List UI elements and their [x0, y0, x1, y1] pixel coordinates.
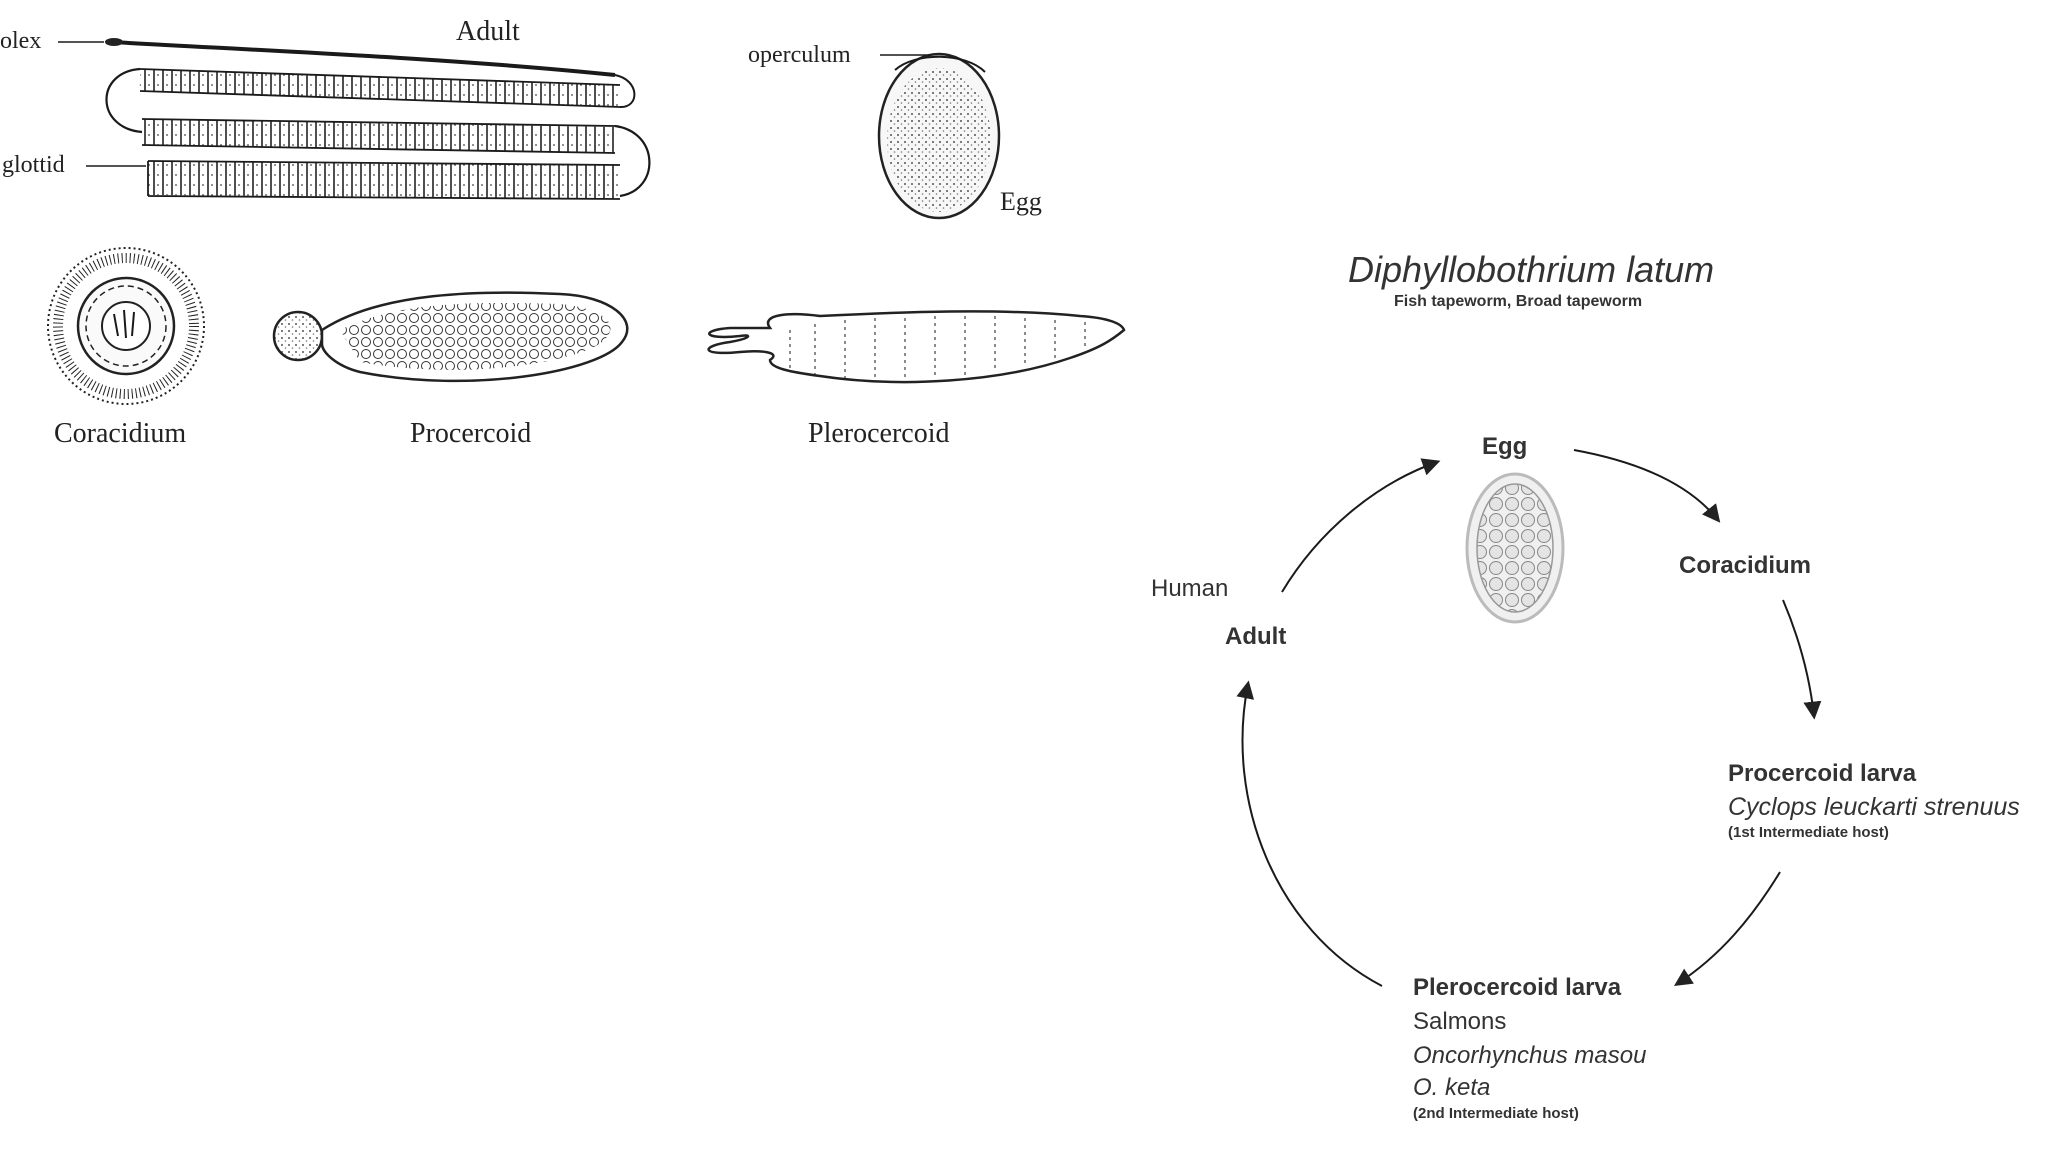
adult-label: Adult	[456, 16, 520, 47]
bothrium-label: glottid	[2, 152, 65, 178]
plerocercoid-host-masou: Oncorhynchus masou	[1413, 1042, 1646, 1069]
procercoid-host-label: Cyclops leuckarti strenuus	[1728, 793, 2020, 821]
egg-photo	[1465, 472, 1565, 624]
operculum-label: operculum	[748, 42, 851, 68]
procercoid-drawing-label: Procercoid	[410, 418, 531, 449]
plerocercoid-host-salmons: Salmons	[1413, 1008, 1506, 1035]
plerocercoid-drawing	[707, 310, 1126, 384]
arrow-coracidium-to-procercoid	[1782, 599, 1822, 720]
egg-drawing-label: Egg	[1000, 187, 1042, 216]
coracidium-stage-label: Coracidium	[1679, 552, 1811, 579]
procercoid-host-note: (1st Intermediate host)	[1728, 824, 1889, 841]
species-subtitle: Fish tapeworm, Broad tapeworm	[1394, 293, 1642, 310]
plerocercoid-host-keta: O. keta	[1413, 1074, 1490, 1101]
arrow-egg-to-coracidium	[1573, 449, 1721, 523]
adult-stage-label: Adult	[1225, 623, 1286, 650]
adult-worm-drawing	[105, 38, 651, 200]
egg-drawing	[877, 52, 1001, 220]
scolex-label: olex	[0, 28, 41, 54]
species-title: Diphyllobothrium latum	[1348, 249, 1714, 290]
coracidium-drawing	[47, 247, 205, 405]
arrow-adult-to-egg	[1281, 458, 1441, 593]
procercoid-drawing	[272, 291, 629, 383]
arrow-procercoid-to-plerocercoid	[1673, 871, 1781, 986]
arrow-plerocercoid-to-adult	[1236, 680, 1383, 987]
human-host-label: Human	[1151, 575, 1228, 602]
egg-stage-label: Egg	[1482, 433, 1527, 460]
plerocercoid-stage-label: Plerocercoid larva	[1413, 974, 1622, 1001]
coracidium-drawing-label: Coracidium	[54, 418, 186, 449]
procercoid-stage-label: Procercoid larva	[1728, 760, 1917, 787]
plerocercoid-drawing-label: Plerocercoid	[808, 418, 950, 449]
plerocercoid-host-note: (2nd Intermediate host)	[1413, 1105, 1579, 1122]
